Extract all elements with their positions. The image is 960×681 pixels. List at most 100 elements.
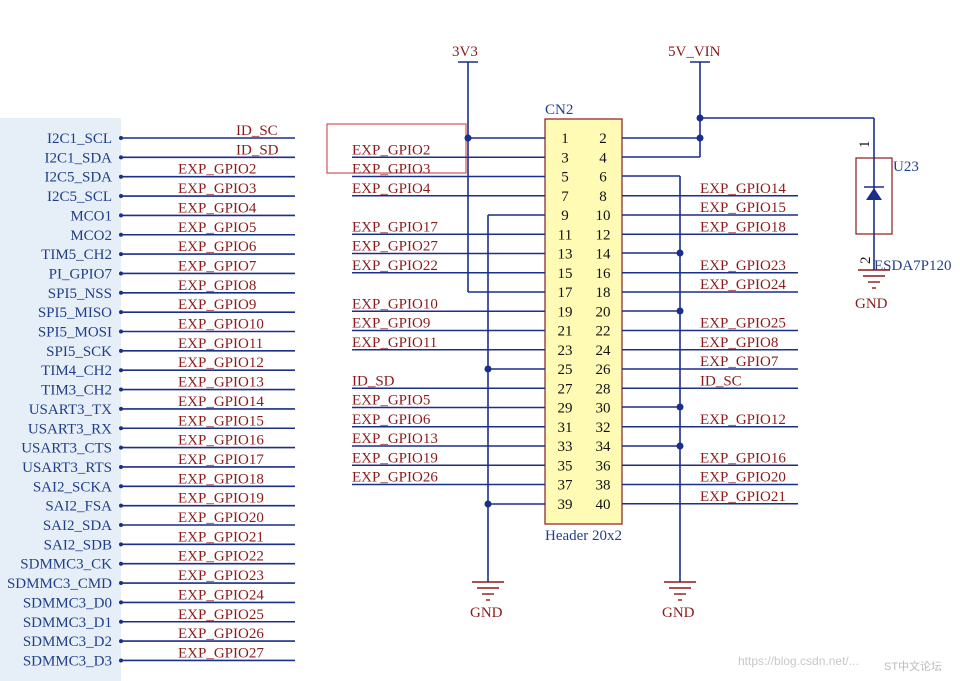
- pin-number-even: 18: [596, 285, 611, 301]
- pin-number-even: 34: [596, 439, 612, 455]
- gnd-symbol-left: [472, 581, 504, 601]
- net-label: EXP_GPIO12: [178, 355, 264, 371]
- pin-number-even: 22: [596, 324, 611, 340]
- odd-net-label: ID_SD: [352, 373, 395, 389]
- net-label: EXP_GPIO13: [178, 375, 264, 391]
- odd-net-label: EXP_GPIO13: [352, 431, 438, 447]
- pin-number-odd: 9: [561, 208, 569, 224]
- mcu-port-label: SPI5_MISO: [38, 305, 112, 321]
- pin-number-odd: 7: [561, 189, 569, 205]
- connector-body: [544, 118, 623, 525]
- highlight-box: [326, 123, 467, 174]
- mcu-port-label: USART3_RTS: [22, 460, 112, 476]
- odd-net-label: EXP_GPIO3: [352, 162, 430, 178]
- mcu-port-label: USART3_TX: [29, 402, 112, 418]
- pin-number-odd: 23: [558, 343, 573, 359]
- even-net-label: ID_SC: [700, 373, 742, 389]
- mcu-port-label: SDMMC3_D3: [23, 653, 112, 669]
- net-label: EXP_GPIO7: [178, 258, 257, 274]
- pin-number-even: 6: [599, 170, 607, 186]
- pin-number-even: 40: [596, 497, 611, 513]
- net-label: EXP_GPIO26: [178, 626, 264, 642]
- net-label: EXP_GPIO19: [178, 491, 264, 507]
- gnd-symbol-right: [664, 581, 696, 601]
- mcu-port-label: MCO1: [70, 208, 112, 224]
- odd-net-label: EXP_GPIO10: [352, 296, 438, 312]
- net-label: EXP_GPIO3: [178, 181, 256, 197]
- pin-number-odd: 3: [561, 150, 569, 166]
- pin-number-odd: 27: [558, 381, 574, 397]
- even-net-label: EXP_GPIO23: [700, 258, 786, 274]
- net-label: EXP_GPIO18: [178, 471, 264, 487]
- power-wiring: [458, 61, 875, 582]
- even-net-label: EXP_GPIO16: [700, 450, 786, 466]
- even-net-label: EXP_GPIO12: [700, 412, 786, 428]
- pin-number-odd: 33: [558, 439, 573, 455]
- gnd-symbol-esd: [858, 269, 890, 289]
- even-net-label: EXP_GPIO8: [700, 335, 778, 351]
- net-label: EXP_GPIO27: [178, 645, 264, 661]
- mcu-port-label: SDMMC3_D0: [23, 595, 112, 611]
- odd-net-label: EXP_GPIO19: [352, 450, 438, 466]
- mcu-port-label: SPI5_MOSI: [38, 325, 112, 341]
- odd-net-label: EXP_GPIO22: [352, 258, 438, 274]
- pin-number-odd: 35: [558, 458, 573, 474]
- net-label: EXP_GPIO4: [178, 200, 257, 216]
- mcu-port-label: SAI2_SCKA: [33, 479, 112, 495]
- net-label: EXP_GPIO24: [178, 587, 264, 603]
- even-net-label: EXP_GPIO24: [700, 277, 786, 293]
- pin-number-even: 4: [599, 150, 607, 166]
- odd-net-label: EXP_GPIO2: [352, 142, 430, 158]
- pin-number-odd: 13: [558, 247, 573, 263]
- mcu-port-label: USART3_CTS: [21, 441, 112, 457]
- mcu-port-label: SAI2_SDA: [43, 518, 112, 534]
- mcu-port-panel: [0, 118, 121, 681]
- pin-number-odd: 25: [558, 362, 573, 378]
- odd-net-label: EXP_GPIO4: [352, 181, 431, 197]
- net-label: EXP_GPIO10: [178, 317, 264, 333]
- net-label: ID_SC: [236, 123, 278, 139]
- even-net-label: EXP_GPIO15: [700, 200, 786, 216]
- net-label: EXP_GPIO2: [178, 162, 256, 178]
- net-label: EXP_GPIO23: [178, 568, 264, 584]
- pin-number-odd: 21: [558, 324, 573, 340]
- pin-number-odd: 17: [558, 285, 574, 301]
- pin-number-even: 8: [599, 189, 607, 205]
- mcu-port-label: SPI5_SCK: [46, 344, 112, 360]
- net-label: EXP_GPIO11: [178, 336, 263, 352]
- net-label: EXP_GPIO9: [178, 297, 256, 313]
- pin-number-even: 30: [596, 401, 611, 417]
- pin-number-even: 38: [596, 478, 611, 494]
- power-5v-label: 5V_VIN: [668, 44, 721, 60]
- mcu-port-label: TIM5_CH2: [41, 247, 112, 263]
- pin-number-even: 10: [596, 208, 611, 224]
- mcu-port-label: I2C5_SCL: [47, 189, 112, 205]
- mcu-port-label: SDMMC3_CK: [20, 557, 112, 573]
- even-net-label: EXP_GPIO14: [700, 181, 786, 197]
- odd-net-label: EXP_GPIO6: [352, 412, 431, 428]
- mcu-port-label: SDMMC3_D1: [23, 615, 112, 631]
- pin-number-odd: 15: [558, 266, 573, 282]
- even-net-label: EXP_GPIO20: [700, 470, 786, 486]
- mcu-port-label: I2C1_SCL: [47, 131, 112, 147]
- net-label: EXP_GPIO22: [178, 549, 264, 565]
- odd-net-label: EXP_GPIO17: [352, 219, 438, 235]
- odd-net-label: EXP_GPIO5: [352, 393, 430, 409]
- gnd-label-esd: GND: [855, 296, 888, 312]
- odd-net-label: EXP_GPIO26: [352, 470, 438, 486]
- pin-number-even: 36: [596, 458, 612, 474]
- mcu-port-label: SAI2_FSA: [45, 499, 112, 515]
- pin-number-even: 28: [596, 381, 611, 397]
- pin-number-even: 12: [596, 227, 611, 243]
- gnd-label-right: GND: [662, 605, 695, 621]
- pin-number-odd: 31: [558, 420, 573, 436]
- gnd-label-left: GND: [470, 605, 503, 621]
- mcu-port-label: MCO2: [70, 228, 112, 244]
- watermark-url: https://blog.csdn.net/...: [738, 654, 859, 668]
- esd-part: ESDA7P120: [874, 258, 952, 274]
- pin-number-even: 16: [596, 266, 612, 282]
- esd-diode-symbol: [855, 157, 893, 235]
